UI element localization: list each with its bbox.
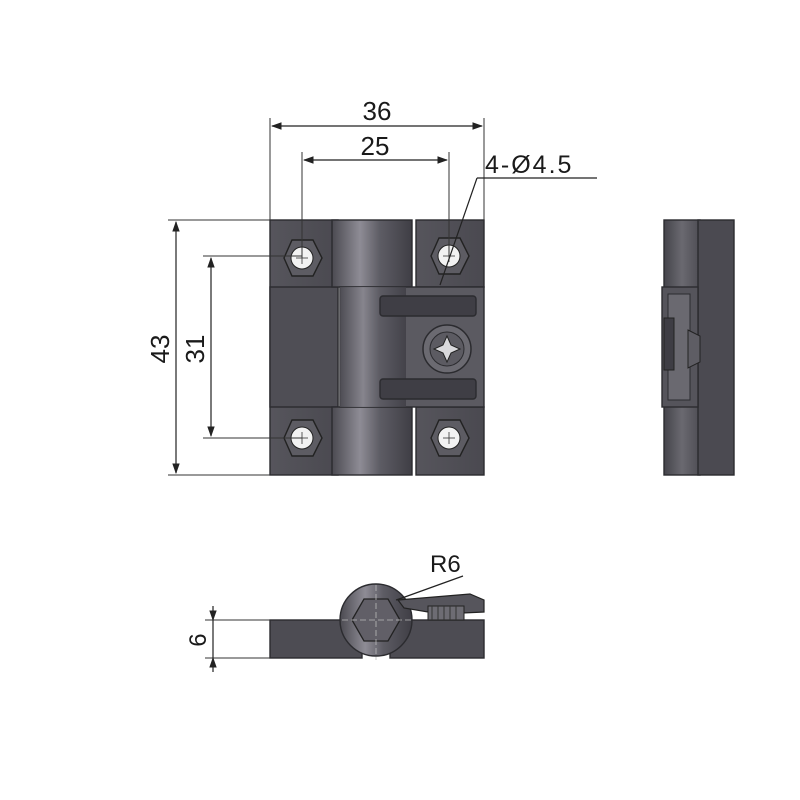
- dim-thickness: 6: [185, 633, 212, 646]
- side-leaf: [697, 219, 735, 476]
- phillips-screw-icon: [422, 324, 472, 374]
- slot-bottom: [379, 378, 477, 400]
- left-leaf-middle: [269, 286, 339, 408]
- top-view: [269, 583, 485, 660]
- top-dimensions: R6 6: [185, 551, 464, 672]
- dim-hole-spacing-x: 25: [361, 131, 390, 161]
- dim-total-height: 43: [145, 335, 175, 364]
- knuckle-bottom: [331, 406, 413, 476]
- slot-top: [379, 295, 477, 317]
- dim-pin-radius: R6: [430, 551, 461, 578]
- knuckle-top: [331, 219, 413, 288]
- front-view: [269, 219, 485, 476]
- dim-hole-spacing-y: 31: [180, 335, 210, 364]
- front-dimensions: 36 25 4-Ø4.5 43 31: [145, 96, 597, 476]
- dim-hole-callout: 4-Ø4.5: [485, 151, 573, 179]
- dim-total-width: 36: [363, 96, 392, 126]
- hex-nut-icon: [430, 419, 470, 457]
- side-view: [661, 219, 735, 476]
- hex-nut-icon: [283, 239, 323, 277]
